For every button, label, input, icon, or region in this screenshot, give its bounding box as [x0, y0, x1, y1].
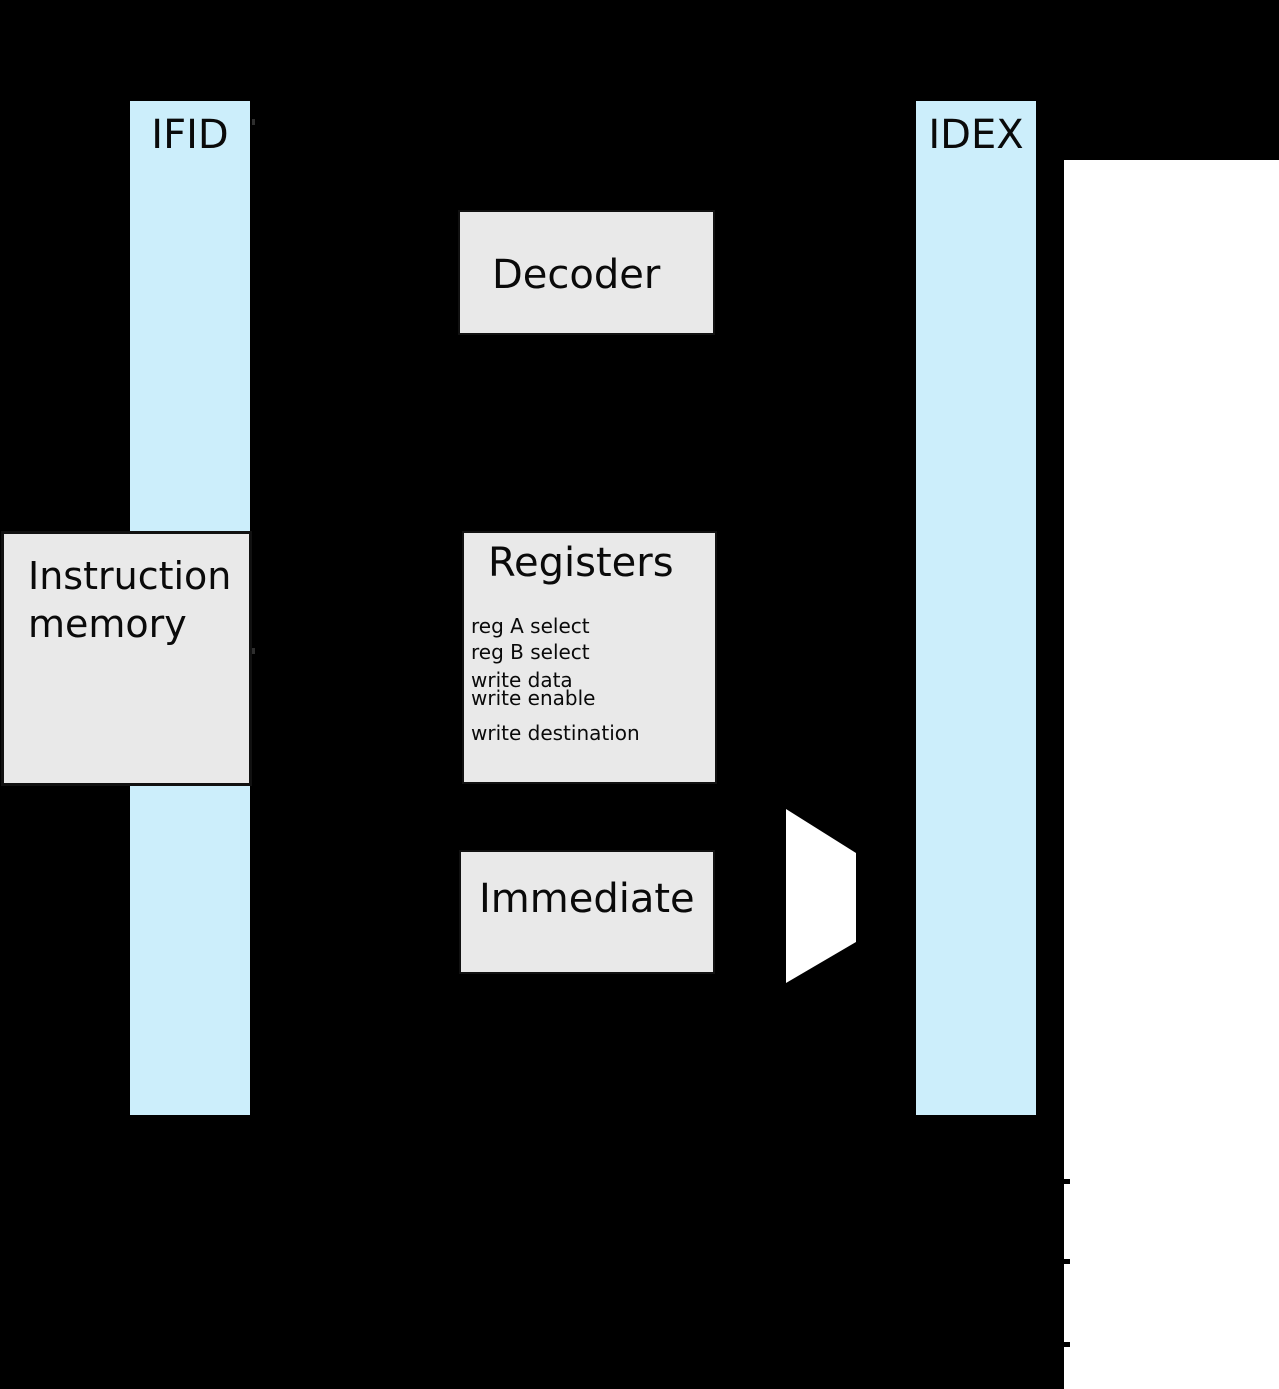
- instruction-memory-label-line2: memory: [28, 602, 187, 646]
- registers-label: Registers: [488, 540, 674, 586]
- next-stage-background: [1064, 160, 1279, 1389]
- registers-block: Registers reg A select reg B select writ…: [462, 531, 717, 784]
- decoder-label: Decoder: [492, 252, 661, 298]
- wire-stub-3: [1064, 1342, 1070, 1347]
- registers-port-write-enable: write enable: [471, 686, 596, 710]
- decoder-block: Decoder: [458, 210, 715, 335]
- ifid-label: IFID: [151, 112, 229, 158]
- idex-label: IDEX: [928, 112, 1024, 158]
- mux-shape: [786, 809, 856, 983]
- instruction-memory-label: Instruction memory: [28, 552, 231, 648]
- idex-pipeline-register: IDEX: [914, 99, 1038, 1117]
- instruction-memory-label-line1: Instruction: [28, 554, 232, 598]
- wire-stub-instruction-memory: [252, 648, 255, 654]
- wire-stub-ifid: [252, 119, 255, 125]
- wire-stub-1: [1064, 1179, 1070, 1184]
- registers-port-reg-a-select: reg A select: [471, 614, 590, 638]
- registers-port-reg-b-select: reg B select: [471, 640, 590, 664]
- immediate-label: Immediate: [479, 876, 695, 922]
- registers-port-write-destination: write destination: [471, 721, 640, 745]
- registers-port-write-data: write data: [471, 668, 573, 692]
- instruction-memory-block: Instruction memory: [1, 531, 252, 786]
- wire-stub-2: [1064, 1259, 1070, 1264]
- immediate-block: Immediate: [459, 850, 715, 974]
